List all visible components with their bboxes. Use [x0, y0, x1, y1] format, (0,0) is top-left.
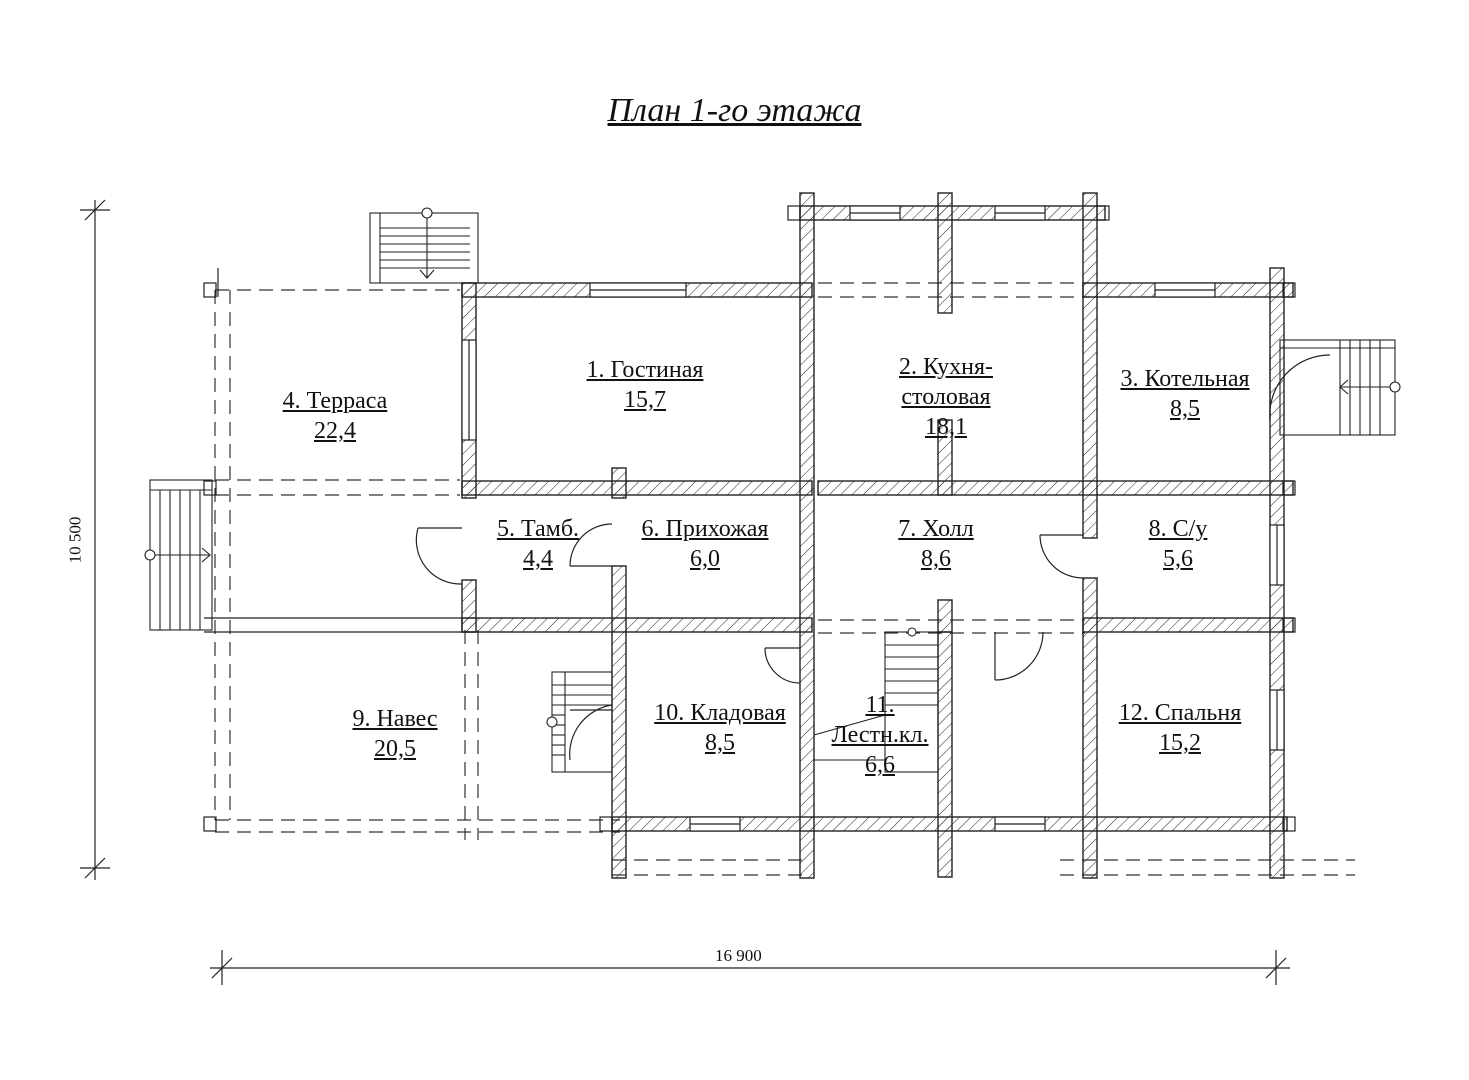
room-living: 1. Гостиная 15,7	[587, 355, 704, 415]
room-area: 18,1	[924, 414, 967, 440]
room-area: 4,4	[523, 546, 553, 572]
room-boiler: 3. Котельная 8,5	[1120, 364, 1249, 424]
room-area: 15,2	[1159, 730, 1201, 756]
room-canopy: 9. Навес 20,5	[352, 704, 437, 764]
room-name: 7. Холл	[898, 516, 974, 542]
room-name-line2: столовая	[901, 384, 991, 410]
height-dimension-label: 10 500	[65, 516, 85, 564]
room-area: 6,6	[864, 752, 895, 778]
room-kitchen: 2. Кухня- столовая 18,1	[899, 352, 993, 442]
room-area: 8,5	[705, 730, 735, 756]
room-name: 6. Прихожая	[641, 516, 769, 542]
room-name: 5. Тамб.	[496, 516, 580, 542]
windows	[461, 205, 1285, 832]
room-area: 20,5	[373, 736, 416, 762]
room-hallway: 6. Прихожая 6,0	[642, 514, 769, 574]
room-hall: 7. Холл 8,6	[898, 514, 973, 574]
room-name: 11.	[865, 692, 895, 718]
room-storage: 10. Кладовая 8,5	[654, 698, 786, 758]
room-area: 22,4	[314, 418, 356, 444]
stairs	[144, 207, 1401, 773]
doors	[415, 354, 1331, 761]
page-title: План 1-го этажа	[607, 92, 862, 129]
room-name: 4. Терраса	[282, 388, 388, 414]
room-name-line2: Лестн.кл.	[831, 722, 929, 748]
room-staircase: 11. Лестн.кл. 6,6	[832, 690, 929, 780]
width-dimension-label: 16 900	[715, 946, 762, 965]
room-vestibule: 5. Тамб. 4,4	[497, 514, 579, 574]
room-area: 8,5	[1170, 396, 1200, 422]
room-bedroom: 12. Спальня 15,2	[1119, 698, 1242, 758]
room-name: 12. Спальня	[1118, 700, 1242, 726]
room-area: 5,6	[1163, 546, 1193, 572]
room-name: 10. Кладовая	[654, 700, 786, 726]
room-name: 9. Навес	[352, 706, 438, 732]
room-terrace: 4. Терраса 22,4	[283, 386, 388, 446]
room-name: 3. Котельная	[1120, 366, 1250, 392]
room-name: 2. Кухня-	[898, 354, 994, 380]
room-area: 15,7	[623, 387, 666, 413]
dashed-outlines	[214, 282, 1355, 876]
log-ends	[203, 205, 1296, 832]
room-name: 1. Гостиная	[586, 357, 704, 383]
dimension-lines	[80, 199, 1290, 985]
room-area: 6,0	[690, 546, 720, 572]
room-area: 8,6	[921, 546, 951, 572]
room-name: 8. С/у	[1148, 516, 1208, 542]
room-bathroom: 8. С/у 5,6	[1149, 514, 1208, 574]
